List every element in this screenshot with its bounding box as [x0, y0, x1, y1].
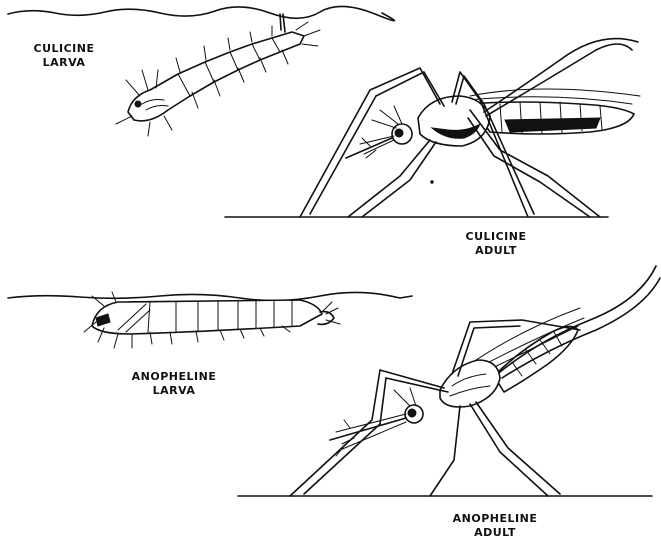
culicine-water-surface — [8, 6, 394, 20]
culicine-adult-figure — [300, 39, 640, 217]
culicine-adult-label-line1: CULICINE — [456, 230, 536, 244]
anopheline-adult-label-line2: ADULT — [440, 526, 550, 540]
anopheline-larva-figure — [84, 292, 340, 348]
culicine-larva-figure — [116, 14, 320, 136]
anopheline-adult-figure — [290, 266, 660, 496]
culicine-larva-label: CULICINE LARVA — [24, 42, 104, 70]
culicine-adult-label: CULICINE ADULT — [456, 230, 536, 258]
culicine-larva-label-line2: LARVA — [24, 56, 104, 70]
anopheline-water-surface — [8, 292, 412, 300]
anopheline-larva-label-line1: ANOPHELINE — [124, 370, 224, 384]
anopheline-larva-label-line2: LARVA — [124, 384, 224, 398]
anopheline-adult-label: ANOPHELINE ADULT — [440, 512, 550, 540]
anopheline-adult-label-line1: ANOPHELINE — [440, 512, 550, 526]
culicine-adult-label-line2: ADULT — [456, 244, 536, 258]
culicine-larva-label-line1: CULICINE — [24, 42, 104, 56]
anopheline-larva-label: ANOPHELINE LARVA — [124, 370, 224, 398]
